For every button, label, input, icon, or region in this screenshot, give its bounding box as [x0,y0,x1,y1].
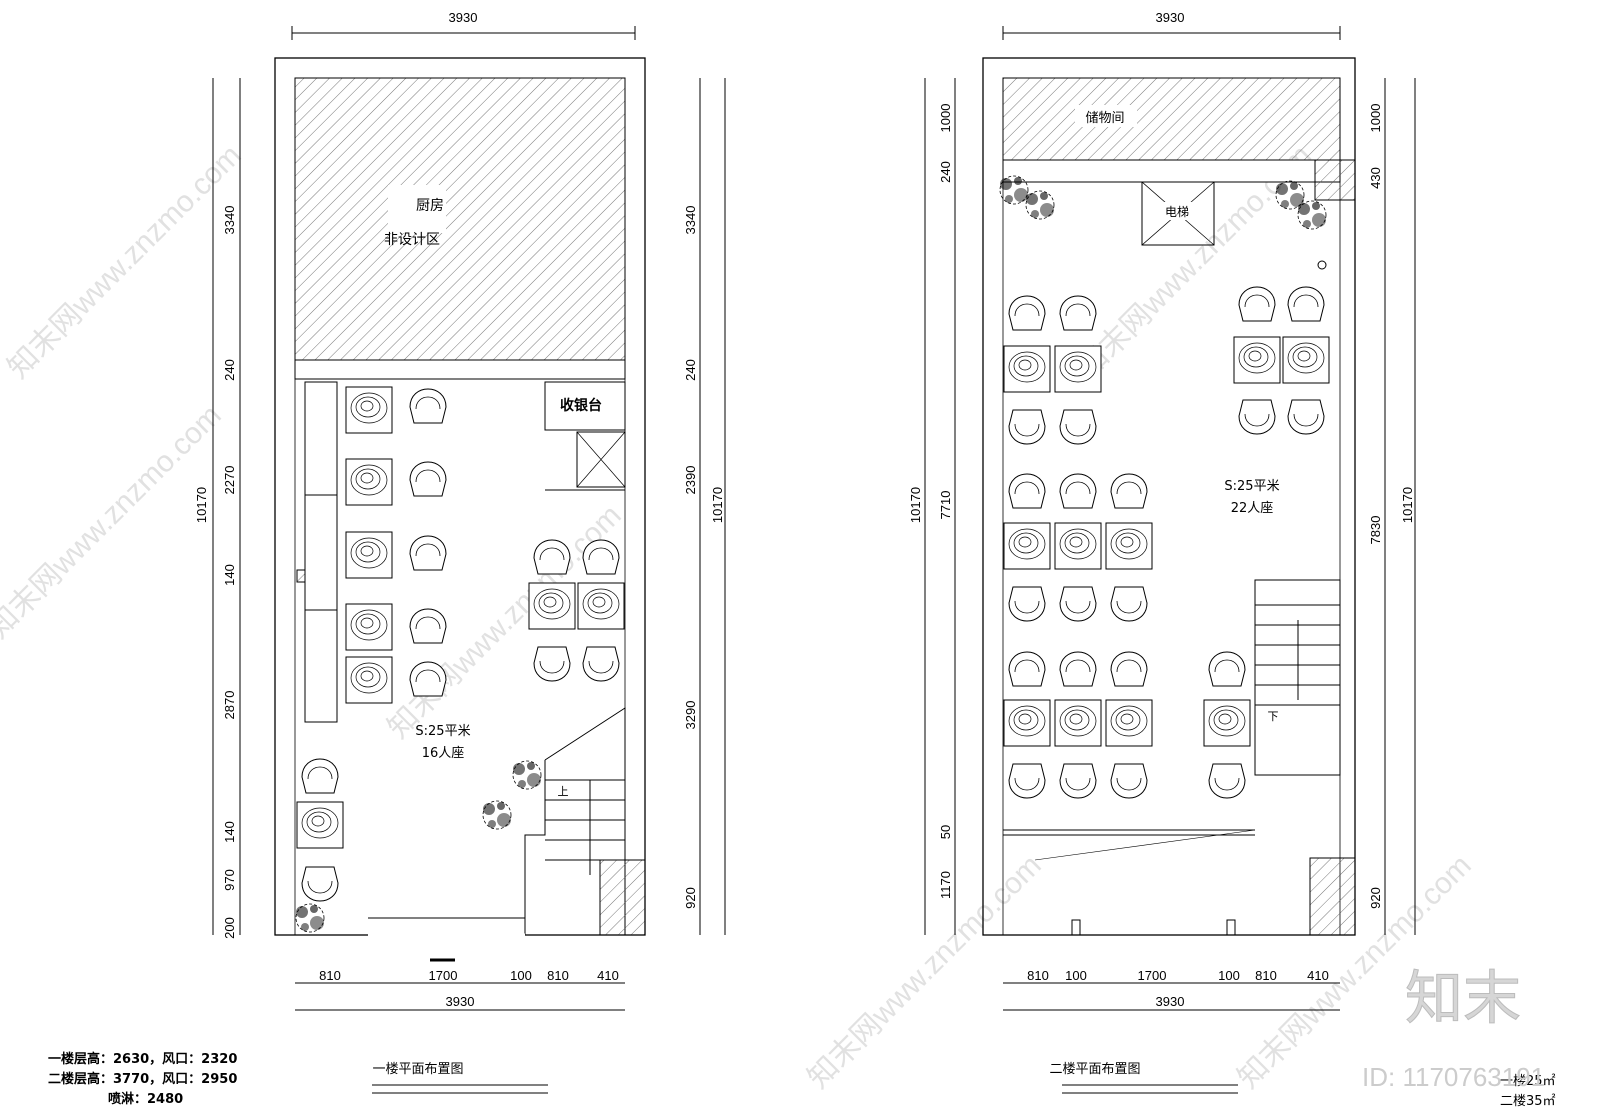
bottom-total-dim: 3930 [1156,994,1185,1009]
bottom-dim: 410 [597,968,619,983]
bottom-dim: 100 [1065,968,1087,983]
left-dim: 1170 [938,871,953,899]
left-dim: 140 [222,821,237,843]
brand-id: ID: 1170763191 [1362,1062,1545,1092]
kitchen-label: 厨房 [416,198,444,214]
second-floor-plan: 3930 储物间 电梯 [908,10,1416,1094]
area-note: 二楼35㎡ [1500,1094,1556,1109]
right-total-dim: 10170 [1400,487,1415,523]
staircase: 下 [1254,579,1341,776]
bottom-dim: 810 [319,968,341,983]
elevator-label: 电梯 [1165,205,1189,219]
right-dim: 3290 [683,701,698,730]
staircase: 上 [524,707,646,936]
right-dim: 240 [683,359,698,381]
area-note: 一楼25㎡ [1500,1074,1556,1089]
left-dim: 1000 [938,104,953,133]
left-dim: 200 [222,917,237,939]
stair-down-label: 下 [1268,710,1279,723]
right-dim: 3340 [683,206,698,235]
right-dim: 920 [683,887,698,909]
plan-title: 一楼平面布置图 [372,1062,463,1077]
kitchen-label-2: 非设计区 [384,232,440,248]
cashier-label: 收银台 [560,397,602,414]
plan-title: 二楼平面布置图 [1049,1062,1140,1077]
top-total-dim: 3930 [449,10,478,25]
watermark-text: 知末网www.znzmo.com [2,139,248,385]
bottom-dim: 100 [510,968,532,983]
right-dim: 1000 [1368,104,1383,133]
left-total-dim: 10170 [908,487,923,523]
left-dim: 240 [938,161,953,183]
bottom-dim: 810 [1255,968,1277,983]
left-dim: 7710 [938,491,953,520]
left-dim: 50 [938,825,953,839]
seats-label: 22人座 [1231,501,1274,516]
seats-label: 16人座 [422,746,465,761]
top-total-dim: 3930 [1156,10,1185,25]
stair-up-label: 上 [558,785,569,798]
storage-room [1002,77,1341,161]
note-line: 喷淋：2480 [108,1091,183,1107]
brand-logo: 知末 [1405,964,1521,1032]
bottom-dim: 810 [547,968,569,983]
bottom-dim: 1700 [1138,968,1167,983]
left-dim: 3340 [222,206,237,235]
notes: 一楼层高：2630，风口：2320 二楼层高：3770，风口：2950 喷淋：2… [48,1051,1556,1109]
left-dim: 2870 [222,691,237,720]
left-dim: 2270 [222,466,237,495]
right-total-dim: 10170 [710,487,725,523]
watermark-layer: 知末网www.znzmo.com 知末网www.znzmo.com 知末网www… [0,139,1478,1095]
left-dim: 140 [222,564,237,586]
bottom-dim: 1700 [429,968,458,983]
right-dim: 2390 [683,466,698,495]
brand: 知末 ID: 1170763191 [1362,964,1545,1093]
kitchen-area [294,77,626,361]
left-total-dim: 10170 [194,487,209,523]
right-dim: 430 [1368,167,1383,189]
left-dim: 240 [222,359,237,381]
note-line: 一楼层高：2630，风口：2320 [48,1051,237,1067]
bottom-dim: 810 [1027,968,1049,983]
right-dim: 920 [1368,887,1383,909]
left-dim: 970 [222,869,237,891]
ground-floor-plan: 3930 厨房 非设计区 收银台 S:25平米 16人座 [194,10,726,1094]
bottom-dim: 410 [1307,968,1329,983]
bottom-total-dim: 3930 [446,994,475,1009]
area-label: S:25平米 [415,724,470,739]
right-dim: 7830 [1368,516,1383,545]
bottom-dim: 100 [1218,968,1240,983]
note-line: 二楼层高：3770，风口：2950 [48,1071,237,1087]
storage-label: 储物间 [1085,111,1124,126]
area-label: S:25平米 [1224,479,1279,494]
elevator [1141,181,1215,246]
